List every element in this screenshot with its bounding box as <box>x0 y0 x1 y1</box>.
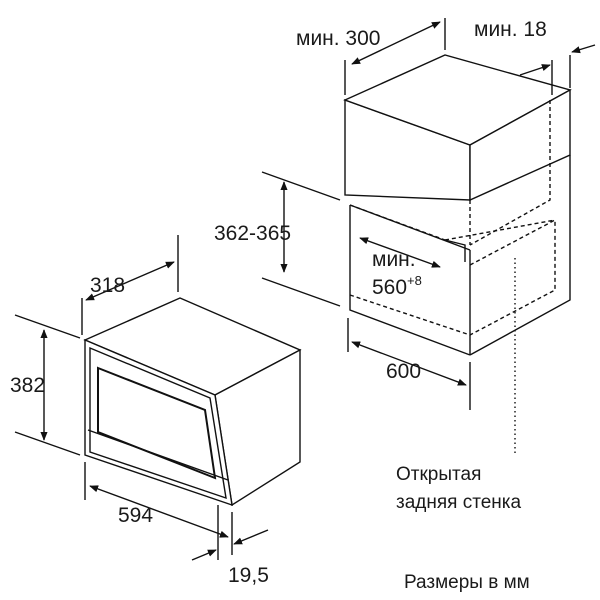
label-niche-width-value: 560+8 <box>372 273 422 299</box>
label-oven-width: 594 <box>118 504 153 527</box>
upper-cabinet <box>343 54 572 246</box>
label-door-thickness: 19,5 <box>228 564 269 587</box>
dim-oven-width <box>84 462 233 555</box>
label-min-300: мин. 300 <box>296 27 380 50</box>
label-niche-depth: 600 <box>386 360 421 383</box>
dim-oven-depth <box>81 235 179 335</box>
dim-min-18 <box>519 44 596 95</box>
label-units: Размеры в мм <box>404 572 530 593</box>
dim-oven-height <box>14 314 81 456</box>
oven <box>83 297 302 507</box>
dim-niche-depth <box>347 318 471 410</box>
label-min-18: мин. 18 <box>474 18 547 41</box>
niche-width-tolerance: +8 <box>407 273 422 288</box>
dim-niche-height <box>261 171 341 307</box>
label-niche-width-min: мин. <box>372 248 416 271</box>
label-niche-height: 362-365 <box>214 222 291 245</box>
niche-frame <box>349 155 571 356</box>
dim-door-thickness <box>191 505 269 561</box>
dim-niche-width <box>359 237 441 268</box>
label-open-back-2: задняя стенка <box>396 492 521 513</box>
niche-width-value: 560 <box>372 276 407 299</box>
dim-min-300 <box>344 18 446 95</box>
label-open-back-1: Открытая <box>396 464 481 485</box>
label-oven-height: 382 <box>10 374 45 397</box>
label-oven-depth: 318 <box>90 274 125 297</box>
